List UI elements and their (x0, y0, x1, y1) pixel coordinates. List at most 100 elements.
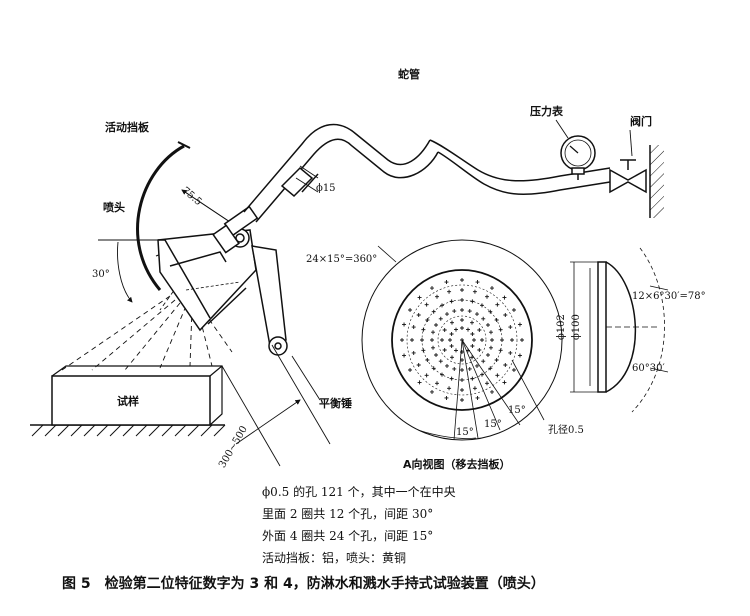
spray-hole (452, 309, 457, 314)
spray-hole (431, 330, 436, 335)
spray-hole (400, 338, 404, 342)
spray-hole (438, 316, 443, 321)
spray-hole (480, 303, 484, 308)
spray-hole (440, 338, 444, 342)
spray-hole (485, 323, 490, 327)
spray-hole (475, 280, 480, 285)
spray-hole (490, 389, 494, 394)
spray-hole (435, 381, 439, 386)
label-counterweight: 平衡锤 (319, 397, 352, 410)
counterweight-arm (251, 245, 321, 401)
spray-hole (442, 328, 447, 332)
spray-hole (444, 395, 449, 400)
spray-hole (495, 373, 500, 378)
spray-hole (485, 294, 489, 299)
dim-angle30-text: 30° (92, 269, 110, 280)
spray-hole (460, 318, 464, 322)
spray-hole (425, 358, 430, 362)
nozzle-head (157, 205, 259, 332)
spray-hole (470, 320, 474, 325)
spray-hole (447, 289, 452, 294)
nozzle-face-view (361, 239, 563, 441)
ground-hatch (30, 424, 226, 437)
spray-hole (430, 389, 434, 394)
note-line-2: 里面 2 圈共 12 个孔，间距 30° (262, 507, 434, 521)
spray-hole (475, 395, 480, 400)
spray-hole (417, 380, 422, 385)
spray-hole (454, 327, 458, 332)
spray-hole (449, 332, 454, 336)
spray-hole (520, 338, 524, 342)
spray-hole (488, 309, 493, 314)
spray-hole (475, 363, 479, 368)
spray-hole (421, 348, 426, 353)
hose (243, 123, 611, 223)
spray-hole (445, 312, 449, 317)
spray-hole (498, 327, 503, 332)
note-line-1: ϕ0.5 的孔 121 个，其中一个在中央 (262, 485, 456, 499)
spray-hole (410, 338, 414, 342)
figure-caption: 图 5 检验第二位特征数字为 3 和 4，防淋水和溅水手持式试验装置（喷头） (62, 576, 545, 592)
spray-hole (460, 378, 464, 382)
spray-hole (511, 308, 516, 312)
spray-hole (494, 318, 499, 322)
spray-hole (408, 308, 413, 312)
spray-hole (510, 338, 514, 342)
spray-hole (421, 327, 426, 332)
spray-hole (431, 309, 436, 314)
dim-holes24-text: 24×15°=360° (306, 254, 378, 265)
spray-hole (494, 358, 499, 362)
spray-holes (400, 278, 524, 402)
spray-hole (438, 359, 443, 364)
spray-hole (488, 366, 493, 371)
wall (649, 145, 664, 218)
label-baffle: 活动挡板 (105, 121, 149, 134)
spray-hole (435, 294, 439, 299)
spray-hole (460, 288, 464, 292)
spray-hole (498, 348, 503, 353)
spray-hole (472, 338, 476, 342)
dim-hole-dia: 孔径0.5 (548, 425, 584, 436)
spray-hole (466, 327, 470, 332)
spray-hole (420, 338, 424, 342)
note-line-3: 外面 4 圈共 24 个孔，间距 15° (262, 529, 434, 543)
spray-hole (440, 372, 444, 377)
dim-15-c: 15° (508, 405, 526, 416)
spray-hole (470, 355, 474, 360)
spray-hole (411, 325, 416, 330)
dim-75-5 (181, 189, 237, 227)
spray-hole (490, 286, 494, 291)
spray-hole (502, 380, 507, 385)
spray-hole (430, 338, 434, 342)
spray-lines (61, 295, 233, 371)
spray-hole (477, 328, 482, 332)
spray-hole (449, 376, 454, 381)
spray-hole (416, 313, 421, 317)
spray-hole (450, 355, 454, 360)
dim-height (221, 344, 331, 467)
spray-hole (425, 318, 430, 322)
label-sample: 试样 (117, 395, 139, 408)
spray-hole (517, 353, 522, 358)
spray-hole (470, 344, 475, 348)
spray-hole (445, 363, 449, 368)
pressure-gauge (555, 119, 596, 180)
spray-hole (503, 313, 508, 317)
spray-hole (480, 338, 484, 342)
spray-hole (472, 289, 477, 294)
spray-hole (448, 338, 452, 342)
label-valve: 阀门 (630, 115, 652, 128)
label-view-caption: A向视图（移去挡板） (403, 458, 511, 471)
spray-hole (442, 348, 447, 352)
spray-hole (402, 322, 407, 327)
spray-hole (450, 320, 454, 325)
spray-hole (460, 298, 464, 302)
spray-hole (434, 353, 439, 357)
spray-hole (460, 278, 464, 282)
spray-hole (454, 348, 458, 353)
test-sample (51, 365, 223, 426)
spray-hole (495, 302, 500, 307)
spray-hole (424, 373, 429, 378)
nozzle-side-profile (570, 247, 669, 413)
spray-hole (470, 376, 475, 381)
